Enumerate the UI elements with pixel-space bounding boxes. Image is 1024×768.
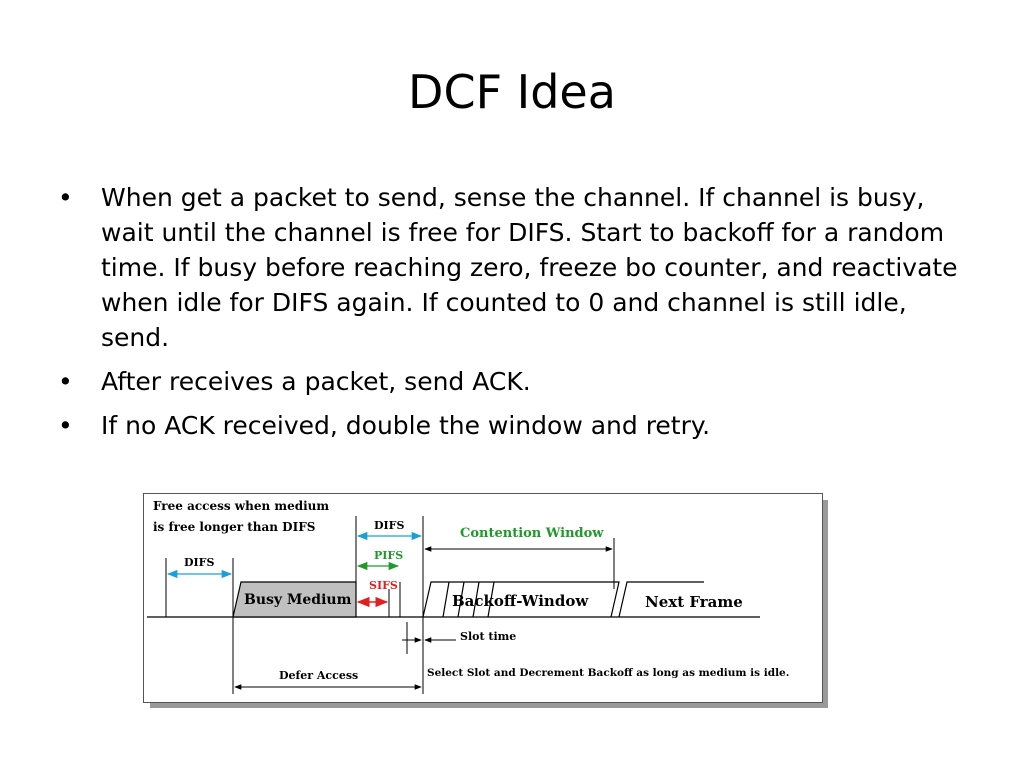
bullet-item: • When get a packet to send, sense the c… (58, 180, 978, 355)
bullet-item: • After receives a packet, send ACK. (58, 364, 978, 399)
defer-access-label: Defer Access (279, 669, 358, 682)
bullet-dot-icon: • (58, 183, 73, 212)
dcf-diagram-svg: Free access when medium is free longer t… (147, 499, 789, 694)
difs-top-label: DIFS (374, 519, 404, 532)
sifs-label: SIFS (369, 579, 398, 592)
free-access-note-line1: Free access when medium (153, 499, 329, 513)
backoff-window-label: Backoff-Window (452, 592, 589, 610)
dcf-timing-diagram: Free access when medium is free longer t… (143, 493, 823, 703)
select-slot-label: Select Slot and Decrement Backoff as lon… (427, 667, 789, 679)
next-frame-label: Next Frame (645, 593, 743, 611)
busy-medium-label: Busy Medium (244, 592, 352, 608)
slide-title: DCF Idea (408, 65, 616, 119)
bullet-dot-icon: • (58, 411, 73, 440)
slot-time-label: Slot time (460, 630, 516, 643)
bullet-text: After receives a packet, send ACK. (101, 367, 531, 396)
bullet-text: When get a packet to send, sense the cha… (101, 183, 958, 352)
difs-left-label: DIFS (184, 556, 214, 569)
backoff-window-block (422, 581, 620, 618)
next-frame-block (618, 581, 704, 618)
pifs-label: PIFS (374, 549, 403, 562)
contention-window-label: Contention Window (460, 526, 604, 541)
bullet-dot-icon: • (58, 367, 73, 396)
bullet-text: If no ACK received, double the window an… (101, 411, 711, 440)
busy-medium-block (232, 581, 357, 618)
free-access-note-line2: is free longer than DIFS (153, 520, 315, 534)
bullet-list: • When get a packet to send, sense the c… (58, 180, 978, 452)
bullet-item: • If no ACK received, double the window … (58, 408, 978, 443)
